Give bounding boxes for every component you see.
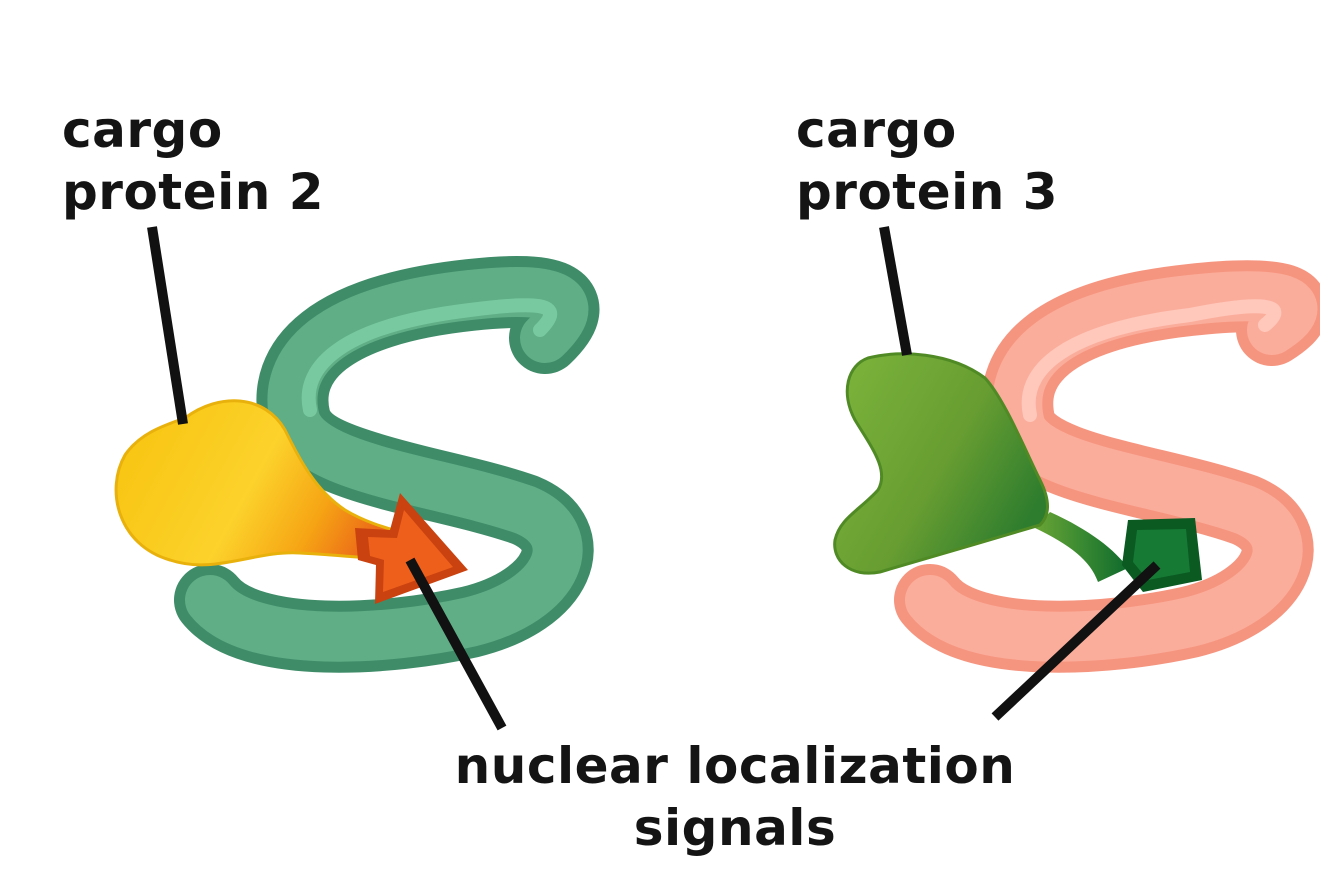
label-cargo-protein-3-line1: cargo — [796, 101, 957, 159]
label-cargo-protein-2-line2: protein 2 — [62, 163, 325, 221]
label-cargo-protein-3: cargo protein 3 — [796, 99, 1058, 223]
cargo-protein-3-shape — [833, 352, 1128, 582]
label-cargo-protein-3-line2: protein 3 — [796, 163, 1059, 221]
importin-receptor-left — [174, 256, 600, 673]
label-nuclear-localization-signals: nuclear localization signals — [360, 735, 1110, 859]
label-nls-line1: nuclear localization — [454, 737, 1016, 795]
leader-line-nls-right — [991, 561, 1161, 721]
leader-line-cargo-protein-3 — [879, 226, 912, 356]
label-cargo-protein-2-line1: cargo — [62, 101, 223, 159]
cargo-protein-2-shape — [114, 399, 423, 567]
label-cargo-protein-2: cargo protein 2 — [62, 99, 324, 223]
label-nls-line2: signals — [633, 799, 837, 857]
leader-line-cargo-protein-2 — [147, 226, 188, 425]
importin-receptor-right — [894, 260, 1320, 673]
leader-line-nls-left — [405, 557, 507, 731]
nls-left-shape — [355, 493, 468, 604]
